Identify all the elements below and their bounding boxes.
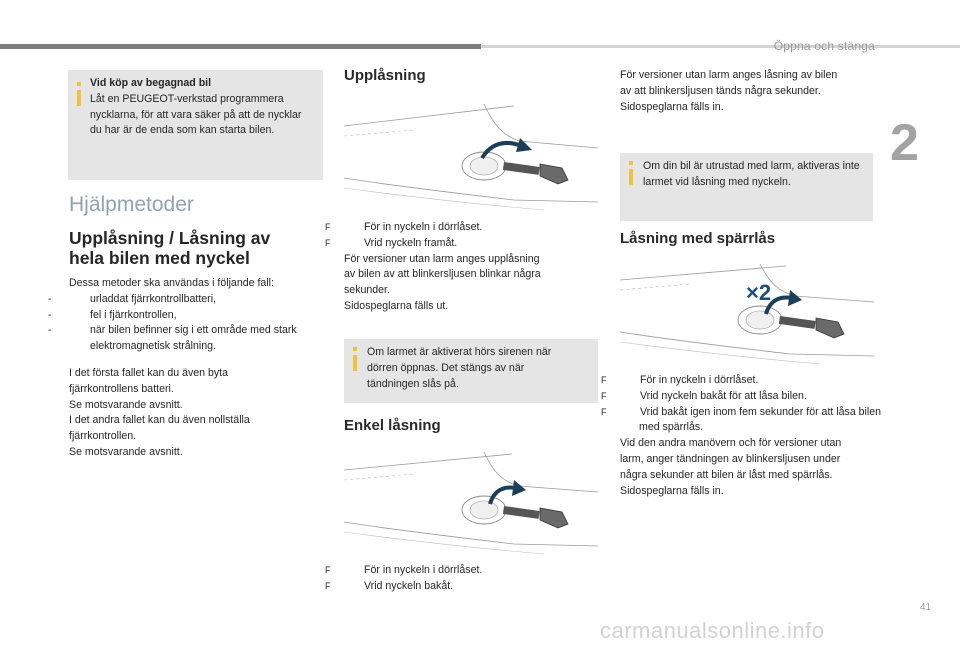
text-line: några sekunder att bilen är låst med spä… (620, 468, 833, 481)
text-line: I det första fallet kan du även byta (69, 367, 229, 379)
info-box-used-car: Vid köp av begagnad bil Låt en PEUGEOT-v… (68, 70, 323, 180)
step-text: Vrid nyckeln bakåt. (364, 579, 454, 592)
header-bar-light (481, 45, 960, 48)
text-line: sekunder. (344, 284, 390, 297)
step-marker-icon: F (325, 222, 331, 232)
text-line: Sidospeglarna fälls ut. (344, 299, 449, 312)
step-text: För in nyckeln i dörrlåset. (640, 374, 759, 386)
case-text: när bilen befinner sig i ett område med … (90, 324, 297, 353)
page-title-line1: Upplåsning / Låsning av (69, 228, 271, 248)
step-item: F För in nyckeln i dörrlåset. (325, 563, 602, 579)
text-line: I det andra fallet kan du även nollställ… (69, 414, 250, 427)
lock-steps: F För in nyckeln i dörrlåset. F Vrid nycke… (325, 563, 602, 595)
step-marker-icon: F (325, 580, 331, 591)
lock-heading: Enkel låsning (344, 417, 441, 434)
unlock-illustration (343, 103, 599, 211)
info-text: Om larmet är aktiverat hörs sirenen när … (367, 346, 552, 390)
info-title: Vid köp av begagnad bil (90, 77, 212, 89)
step-marker-icon: F (601, 375, 607, 385)
deadlock-heading: Låsning med spärrlås (620, 230, 776, 247)
text-line: Se motsvarande avsnitt. (69, 445, 183, 458)
step-item: F Vrid nyckeln bakåt. (325, 579, 602, 595)
text-line: fjärrkontrollens batteri. (69, 382, 174, 395)
info-text: Om din bil är utrustad med larm, aktiver… (643, 160, 860, 188)
list-item: - urladdat fjärrkontrollbatteri, (48, 292, 327, 308)
dash-marker: - (48, 324, 52, 337)
lock-illustration (343, 451, 599, 555)
lock-text-block: För versioner utan larm anges låsning av… (620, 68, 880, 115)
info-icon (629, 161, 633, 185)
text-line: För versioner utan larm anges upplåsning (344, 252, 540, 265)
text-line: av bilen av att blinkersljusen blinkar n… (344, 268, 541, 281)
list-item: - fel i fjärrkontrollen, (48, 308, 327, 324)
step-text: Vrid nyckeln framåt. (364, 236, 458, 249)
deadlock-steps: F För in nyckeln i dörrlåset. F Vrid nycke… (601, 373, 882, 499)
unlock-steps: F För in nyckeln i dörrlåset. F Vrid nycke… (325, 220, 602, 315)
page-title-line2: hela bilen med nyckel (69, 248, 250, 268)
dash-marker: - (48, 308, 52, 321)
alternatives-block: I det första fallet kan du även byta fjä… (69, 366, 327, 461)
step-text: Vrid nyckeln bakåt för att låsa bilen. (640, 389, 807, 402)
info-body: Låt en PEUGEOT-verkstad programmera nyck… (90, 92, 302, 137)
text-line: För versioner utan larm anges låsning av… (620, 69, 838, 81)
header-bar-dark (0, 44, 481, 49)
step-item: F Vrid nyckeln bakåt för att låsa bilen. (601, 389, 882, 405)
dash-marker: - (48, 292, 52, 305)
step-item: F För in nyckeln i dörrlåset. (325, 220, 602, 236)
step-text: För in nyckeln i dörrlåset. (364, 564, 483, 576)
step-marker-icon: F (601, 390, 607, 401)
info-box-alarm-lock: Om din bil är utrustad med larm, aktiver… (620, 153, 873, 221)
intro-block: Dessa metoder ska användas i följande fa… (48, 276, 327, 355)
info-icon (77, 82, 81, 106)
text-line: larm, anger tändningen av blinkersljusen… (620, 452, 841, 465)
page-title: Upplåsning / Låsning av hela bilen med n… (69, 228, 270, 268)
watermark: carmanualsonline.info (600, 618, 825, 643)
page-number: 41 (920, 602, 932, 613)
text-line: Sidospeglarna fälls in. (620, 100, 724, 113)
info-box-alarm-unlock: Om larmet är aktiverat hörs sirenen när … (344, 339, 598, 403)
text-line: av att blinkersljusen tänds några sekund… (620, 84, 821, 97)
text-line: Sidospeglarna fälls in. (620, 484, 724, 497)
step-marker-icon: F (325, 565, 331, 575)
list-item: - när bilen befinner sig i ett område med… (48, 323, 327, 355)
step-item: F Vrid bakåt igen inom fem sekunder för a… (601, 405, 882, 437)
step-item: F För in nyckeln i dörrlåset. (601, 373, 882, 389)
step-marker-icon: F (601, 406, 607, 417)
step-text: Vrid bakåt igen inom fem sekunder för at… (639, 405, 882, 434)
info-icon (353, 347, 357, 371)
text-line: Se motsvarande avsnitt. (69, 398, 183, 411)
step-marker-icon: F (325, 237, 331, 248)
step-text: För in nyckeln i dörrlåset. (364, 221, 483, 233)
text-line: Vid den andra manövern och för versioner… (620, 437, 842, 450)
intro-text: Dessa metoder ska användas i följande fa… (69, 277, 274, 289)
section-title: Öppna och stänga (773, 39, 875, 53)
chapter-number: 2 (890, 114, 919, 172)
section-heading: Hjälpmetoder (69, 193, 194, 216)
unlock-heading: Upplåsning (344, 67, 426, 84)
deadlock-illustration (619, 263, 875, 365)
text-line: fjärrkontrollen. (69, 430, 137, 443)
case-text: fel i fjärrkontrollen, (90, 308, 177, 321)
times-two-label: ×2 (746, 280, 772, 305)
step-item: F Vrid nyckeln framåt. (325, 236, 602, 252)
case-text: urladdat fjärrkontrollbatteri, (90, 292, 217, 305)
